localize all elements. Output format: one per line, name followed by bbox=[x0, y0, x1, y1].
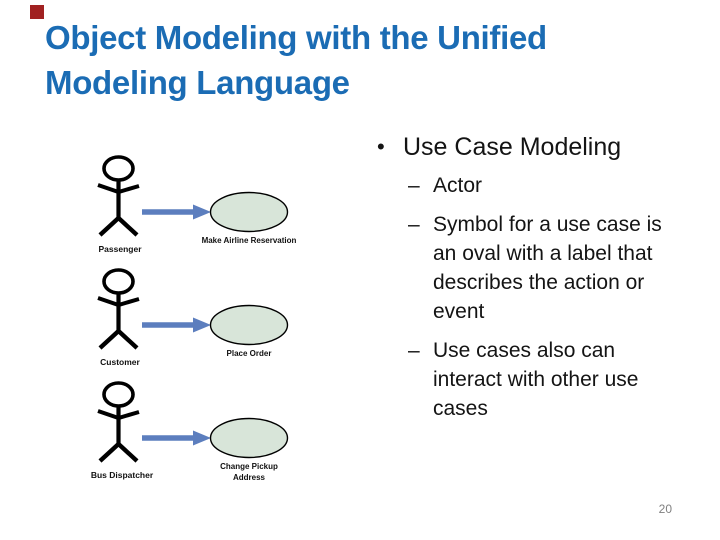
sub-bullet-interact: – Use cases also can interact with other… bbox=[408, 336, 712, 423]
use-case-pair-customer: Customer Place Order bbox=[97, 268, 289, 367]
use-case-label-line1: Change Pickup bbox=[220, 462, 278, 471]
association-arrow-head bbox=[193, 430, 211, 446]
text-line: an oval with a label that bbox=[433, 242, 653, 265]
association-arrow-head bbox=[193, 317, 211, 333]
actor-arms bbox=[97, 296, 140, 308]
sub-bullet-text: Actor bbox=[433, 171, 482, 200]
actor-label: Bus Dispatcher bbox=[91, 470, 154, 480]
use-case-diagram-svg: Passenger Make Airline Reservation Custo… bbox=[91, 155, 297, 482]
text-line: describes the action or bbox=[433, 271, 645, 294]
use-case-label-line1: Place Order bbox=[227, 349, 272, 358]
sub-bullet-symbol: – Symbol for a use case is an oval with … bbox=[408, 210, 712, 326]
actor-arms bbox=[97, 183, 140, 195]
text-line: interact with other use bbox=[433, 368, 639, 391]
actor-legs bbox=[98, 328, 139, 350]
use-case-pair-bus-dispatcher: Bus Dispatcher Change Pickup Address bbox=[91, 381, 289, 482]
text-line: Use cases also can bbox=[433, 339, 616, 362]
bullet-list: • Use Case Modeling – Actor – Symbol for… bbox=[377, 130, 712, 433]
actor-legs bbox=[98, 215, 139, 237]
actor-head bbox=[102, 381, 135, 408]
text-line: Actor bbox=[433, 174, 483, 197]
text-line: Symbol for a use case is bbox=[433, 213, 662, 236]
dash-icon: – bbox=[408, 174, 420, 197]
use-case-diagram: Passenger Make Airline Reservation Custo… bbox=[84, 146, 298, 491]
sub-bullet-actor: – Actor bbox=[408, 171, 712, 200]
use-case-pair-passenger: Passenger Make Airline Reservation bbox=[97, 155, 297, 254]
title-line-1: Object Modeling with the Unified bbox=[45, 19, 547, 56]
main-bullet-row: • Use Case Modeling bbox=[377, 130, 712, 164]
use-case-label-line2: Address bbox=[233, 473, 266, 482]
main-bullet-text: Use Case Modeling bbox=[403, 133, 622, 161]
page-number: 20 bbox=[658, 502, 672, 516]
use-case-oval bbox=[209, 191, 289, 233]
text-line: event bbox=[433, 300, 485, 323]
sub-bullet-text: Symbol for a use case is an oval with a … bbox=[433, 210, 662, 326]
slide-title: Object Modeling with the Unified Modelin… bbox=[45, 15, 675, 105]
actor-arms bbox=[97, 409, 140, 421]
actor-legs bbox=[98, 441, 139, 463]
actor-head bbox=[102, 155, 135, 182]
slide-corner-marker bbox=[30, 5, 44, 19]
use-case-label-line1: Make Airline Reservation bbox=[202, 236, 297, 245]
text-line: cases bbox=[433, 397, 488, 420]
actor-label: Customer bbox=[100, 357, 140, 367]
bullet-icon: • bbox=[377, 134, 385, 159]
sub-bullet-text: Use cases also can interact with other u… bbox=[433, 336, 638, 423]
actor-label: Passenger bbox=[99, 244, 143, 254]
use-case-oval bbox=[209, 417, 289, 459]
title-line-2: Modeling Language bbox=[45, 64, 350, 101]
dash-icon: – bbox=[408, 213, 420, 236]
actor-head bbox=[102, 268, 135, 295]
association-arrow-head bbox=[193, 204, 211, 220]
dash-icon: – bbox=[408, 339, 420, 362]
use-case-oval bbox=[209, 304, 289, 346]
